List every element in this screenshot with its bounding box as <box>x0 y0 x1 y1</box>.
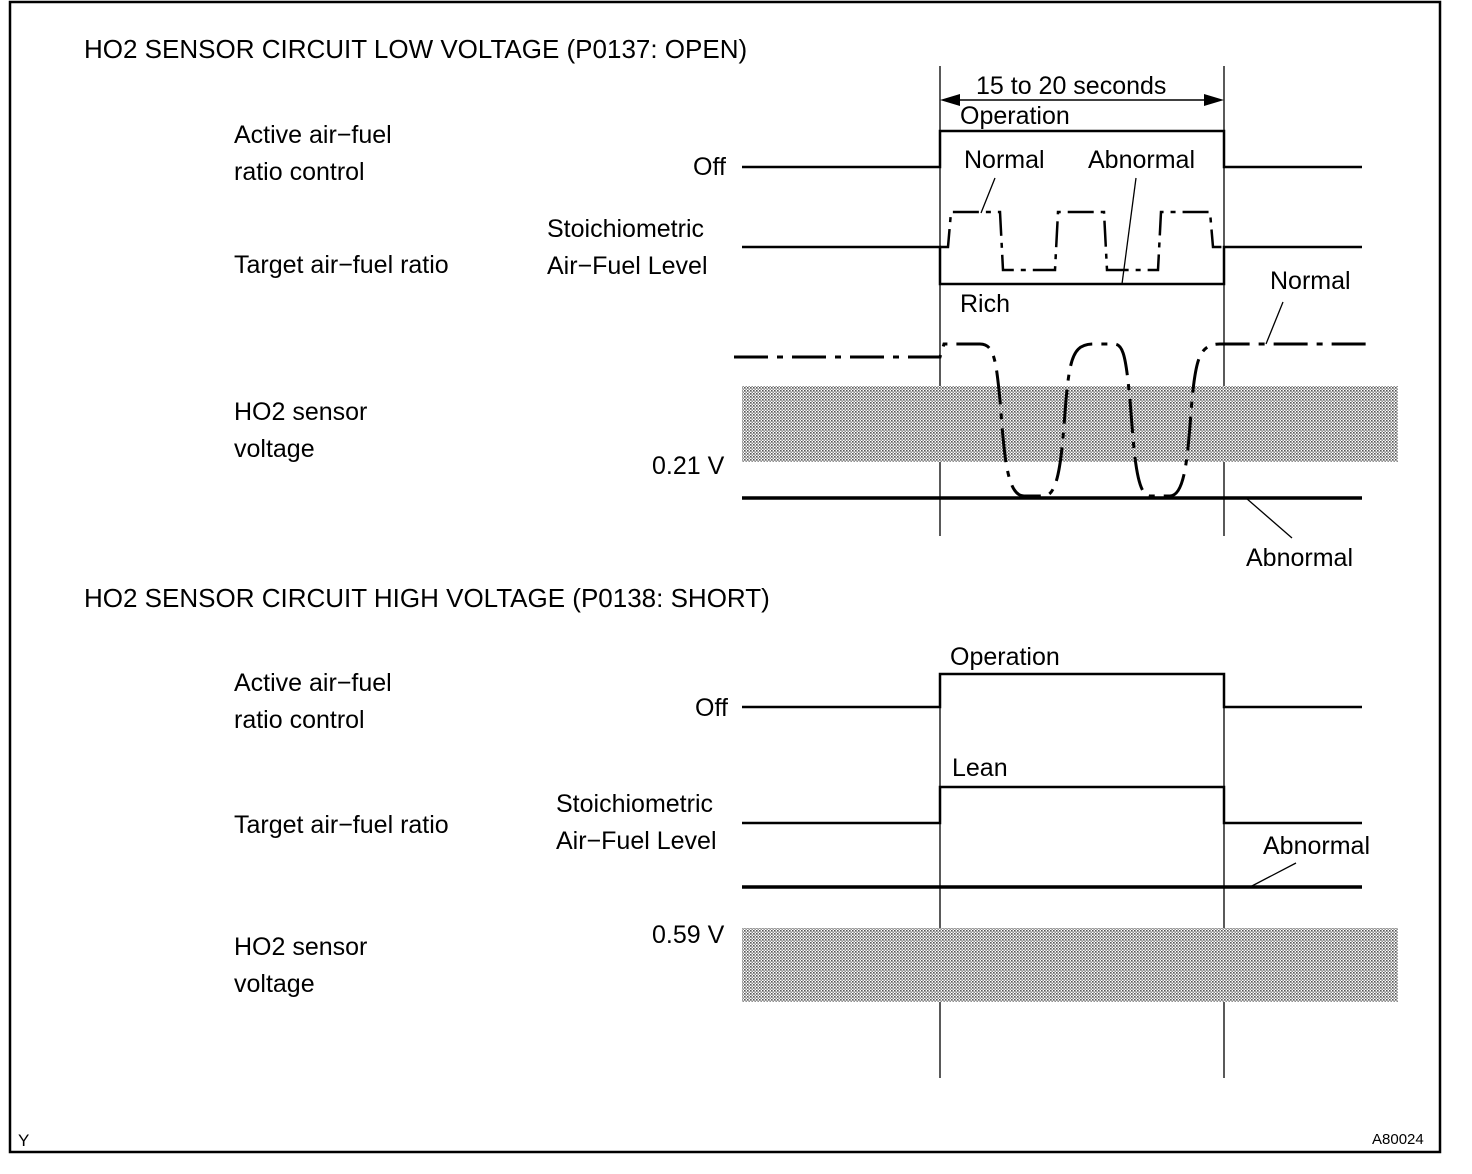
low-threshold-label: 0.21 V <box>652 452 725 480</box>
corner-mark: Y <box>18 1131 29 1150</box>
low-rich-label: Rich <box>960 290 1010 318</box>
low-abnormal-ratio-leader <box>1121 177 1137 285</box>
high-operation-label: Operation <box>950 643 1060 671</box>
low-abnormal-voltage-leader <box>1245 497 1293 539</box>
low-off-label: Off <box>693 153 726 181</box>
low-normal-ratio-label: Normal <box>964 146 1045 174</box>
high-active-control-label-line2: ratio control <box>234 706 365 734</box>
figure-id: A80024 <box>1372 1131 1424 1148</box>
low-active-control-label-line2: ratio control <box>234 158 365 186</box>
high-target-ratio-label: Target air−fuel ratio <box>234 811 449 839</box>
low-voltage-title: HO2 SENSOR CIRCUIT LOW VOLTAGE (P0137: O… <box>84 34 747 64</box>
low-sensor-voltage-label-line1: HO2 sensor <box>234 398 367 426</box>
diagram-frame <box>8 0 1442 1154</box>
high-stoich-label-line2: Air−Fuel Level <box>556 827 717 855</box>
duration-arrow-right-head <box>1204 94 1224 106</box>
low-abnormal-ratio-label: Abnormal <box>1088 146 1195 174</box>
high-active-control-signal <box>742 672 1362 709</box>
high-sensor-voltage-label-line2: voltage <box>234 970 315 998</box>
low-operation-label: Operation <box>960 102 1070 130</box>
duration-label: 15 to 20 seconds <box>976 72 1166 100</box>
high-voltage-title: HO2 SENSOR CIRCUIT HIGH VOLTAGE (P0138: … <box>84 583 770 613</box>
low-normal-ratio-leader <box>980 177 996 214</box>
high-target-ratio-signal <box>742 785 1362 825</box>
high-active-control-label-line1: Active air−fuel <box>234 669 392 697</box>
low-stoich-label-line2: Air−Fuel Level <box>547 252 708 280</box>
low-abnormal-voltage-label: Abnormal <box>1246 544 1353 572</box>
low-active-control-label-line1: Active air−fuel <box>234 121 392 149</box>
low-normal-voltage-label: Normal <box>1270 267 1351 295</box>
high-abnormal-voltage-leader <box>1249 862 1297 888</box>
low-active-control-signal <box>742 129 1362 169</box>
high-sensor-voltage-label-line1: HO2 sensor <box>234 933 367 961</box>
duration-arrow-left-head <box>940 94 960 106</box>
high-abnormal-voltage-label: Abnormal <box>1263 832 1370 860</box>
low-target-ratio-normal-signal <box>940 210 1224 272</box>
low-target-ratio-abnormal-signal <box>742 245 1362 286</box>
low-stoich-label-line1: Stoichiometric <box>547 215 704 243</box>
high-lean-label: Lean <box>952 754 1008 782</box>
low-normal-voltage-leader <box>1265 301 1284 345</box>
high-stoich-label-line1: Stoichiometric <box>556 790 713 818</box>
low-sensor-voltage-normal-signal <box>734 342 1366 498</box>
low-sensor-voltage-label-line2: voltage <box>234 435 315 463</box>
high-sensor-voltage-band <box>742 928 1398 1002</box>
low-sensor-voltage-band <box>742 386 1398 462</box>
high-off-label: Off <box>695 694 728 722</box>
low-target-ratio-label: Target air−fuel ratio <box>234 251 449 279</box>
high-threshold-label: 0.59 V <box>652 921 725 949</box>
